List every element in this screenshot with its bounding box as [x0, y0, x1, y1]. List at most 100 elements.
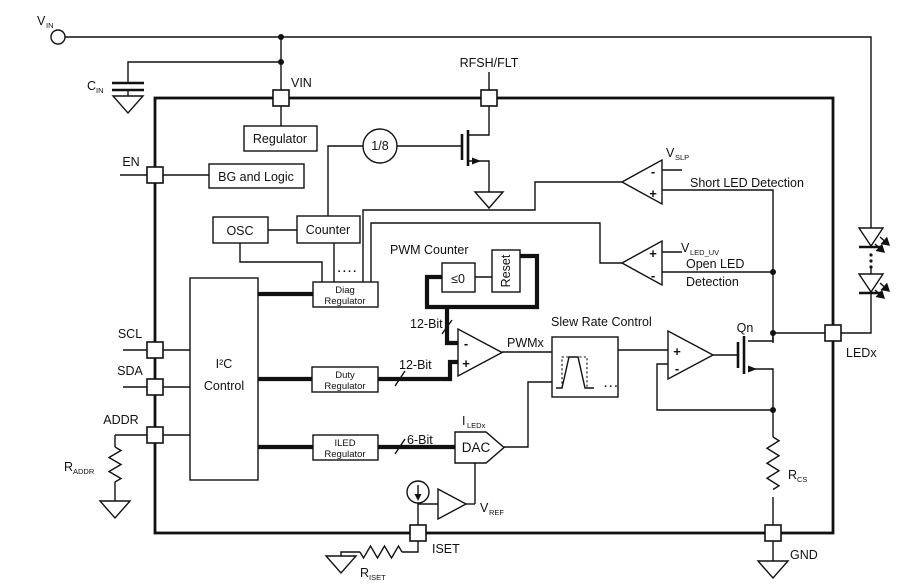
- qn-arrow-icon: [748, 365, 757, 373]
- short-led-comparator: [620, 158, 663, 206]
- counter-label: Counter: [306, 223, 350, 237]
- vslp-sub: SLP: [675, 153, 689, 162]
- bg-logic-block: [208, 163, 305, 189]
- qn-label: Qn: [737, 321, 754, 335]
- vleduv-sub: LED_UV: [690, 248, 719, 257]
- vleduv-label: V: [681, 241, 690, 255]
- pwm-counter-loop-bus: [424, 253, 540, 310]
- junction-dot: [278, 59, 284, 65]
- current-source-arrow-icon: [414, 494, 422, 501]
- rfsh-fet: [460, 130, 505, 210]
- sense-line-wire: [662, 189, 774, 343]
- iset-current-source: [406, 480, 430, 504]
- resistor-zigzag: [359, 544, 403, 560]
- ground-icon: [111, 95, 145, 115]
- ledx-pin-label: LEDx: [846, 346, 877, 360]
- led-diode-icon: [857, 273, 885, 294]
- duty-reg-line2: Regulator: [324, 381, 365, 392]
- bus6-label: 6-Bit: [407, 433, 433, 447]
- iled-regulator-block: [312, 434, 379, 461]
- divider-circle: [362, 128, 398, 164]
- duty-reg-line1: Duty: [335, 370, 355, 381]
- openled-route-wire: [370, 222, 622, 284]
- ground-icon: [98, 500, 132, 520]
- ideal-pulse-waveform-icon: [561, 356, 588, 388]
- short-led-label: Short LED Detection: [690, 176, 804, 190]
- led-diode-icon: [857, 227, 885, 248]
- en-pin: [146, 166, 164, 184]
- sda-pin: [146, 378, 164, 396]
- pwmcomp-minus: -: [464, 336, 468, 351]
- vin-rail-wire: [65, 36, 872, 228]
- gnd-pin: [764, 524, 782, 542]
- pwmx-label: PWMx: [507, 336, 545, 350]
- led-emission-arrow: [874, 243, 886, 253]
- diag-reg-line1: Diag: [335, 285, 355, 296]
- gnd-pin-label: GND: [790, 548, 818, 562]
- vslp-label: V: [666, 146, 675, 160]
- comp1-plus: +: [649, 186, 657, 201]
- diag-reg-line2: Regulator: [324, 296, 365, 307]
- riset-gnd-wire: [340, 551, 360, 556]
- iledx-sub: LEDx: [467, 421, 486, 430]
- terminal-circle-icon: [50, 29, 66, 45]
- rcs-sub: CS: [797, 475, 807, 484]
- ellipsis-dot: [869, 253, 873, 257]
- iset-pin: [409, 524, 427, 542]
- buses: [258, 253, 540, 450]
- raddr-resistor: [98, 446, 132, 520]
- rfsh-pin-label: RFSH/FLT: [460, 56, 519, 70]
- slew-ellipsis: ···: [604, 381, 620, 393]
- bg-logic-label: BG and Logic: [218, 170, 294, 184]
- fet1-source-wire: [468, 160, 490, 192]
- wires: [65, 36, 872, 561]
- i2c-control-block: [189, 277, 259, 481]
- resistor-zigzag: [107, 446, 123, 483]
- i2c-line2: Control: [204, 379, 244, 393]
- scl-pin: [146, 341, 164, 359]
- rfsh-pin: [480, 89, 498, 107]
- regulator-label: Regulator: [253, 132, 307, 146]
- feedback-wire: [656, 363, 773, 411]
- diag-ellipsis: ····: [338, 266, 359, 278]
- dac-label: DAC: [462, 440, 491, 455]
- dac-out-wire: [504, 381, 552, 448]
- junction-dot: [278, 34, 284, 40]
- raddr-label: R: [64, 460, 73, 474]
- vin-pin-label: VIN: [291, 76, 312, 90]
- reset-label: Reset: [499, 254, 513, 287]
- osc-block: [212, 216, 269, 244]
- le0-label: ≤0: [451, 272, 465, 286]
- open-led-line1: Open LED: [686, 257, 744, 271]
- iset-pin-label: ISET: [432, 542, 460, 556]
- osc-label: OSC: [226, 224, 253, 238]
- reset-block: [491, 249, 521, 293]
- junction-dot: [770, 330, 776, 336]
- open-led-comparator: [620, 239, 663, 287]
- i2c-line1: I²C: [216, 357, 233, 371]
- counter-block: [296, 215, 361, 244]
- pins: [146, 89, 842, 542]
- led-emission-arrow: [879, 282, 891, 292]
- addr-pin: [146, 426, 164, 444]
- iled-reg-line2: Regulator: [324, 449, 365, 460]
- bus-slashes: [394, 319, 453, 455]
- ground-icon: [756, 560, 790, 580]
- led-string-wire: [841, 293, 872, 334]
- fet1-drain-wire: [468, 106, 490, 136]
- divider-label: 1/8: [371, 139, 388, 153]
- duty-regulator-block: [311, 366, 379, 393]
- vin-terminal: [50, 29, 66, 45]
- bus12-label-b: 12-Bit: [399, 358, 432, 372]
- pwmcomp-plus: +: [462, 356, 470, 371]
- pwm-comparator: [457, 327, 504, 378]
- pwm-counter-title: PWM Counter: [390, 243, 469, 257]
- comp1-minus: -: [651, 164, 655, 179]
- riset-resistor: [324, 544, 403, 575]
- osc-to-diag-wire: [239, 243, 323, 284]
- regulator-block: [243, 125, 318, 152]
- scl-pin-label: SCL: [118, 327, 142, 341]
- slash-12bit-a: [441, 319, 453, 335]
- comp2-plus: +: [649, 246, 657, 261]
- dac-block: [454, 431, 506, 464]
